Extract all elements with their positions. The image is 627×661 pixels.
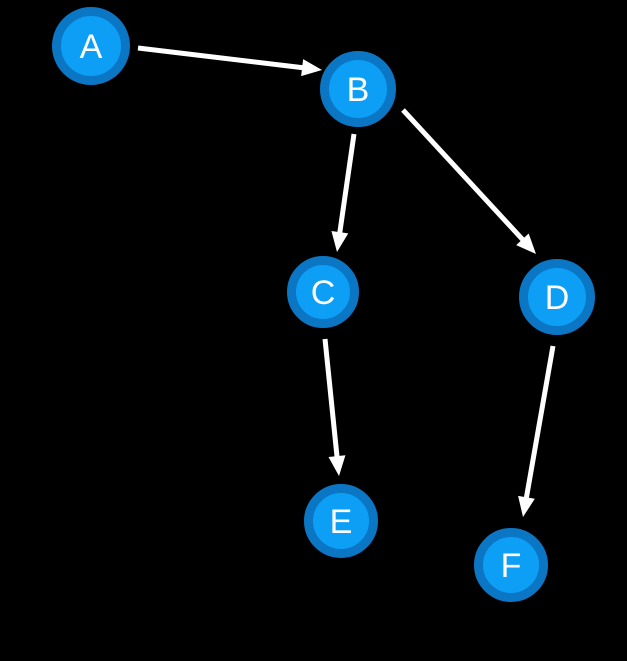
node-label: F xyxy=(501,547,522,585)
edge-line xyxy=(523,345,556,500)
node-circle xyxy=(304,484,378,558)
node-circle xyxy=(320,51,396,127)
edge-arrowhead-icon xyxy=(516,233,536,254)
node-circle xyxy=(52,7,130,85)
node-label: B xyxy=(347,71,370,109)
graph-edge-b-c[interactable] xyxy=(331,133,357,252)
edge-arrowhead-icon xyxy=(518,495,535,517)
graph-edge-a-b[interactable] xyxy=(137,45,322,77)
graph-node-b[interactable]: B xyxy=(320,51,396,127)
graph-node-e[interactable]: E xyxy=(304,484,378,558)
edges-layer xyxy=(137,45,556,517)
node-label: A xyxy=(80,28,103,66)
edge-arrowhead-icon xyxy=(328,455,346,476)
graph-edge-b-d[interactable] xyxy=(401,108,536,254)
edge-line xyxy=(137,45,305,71)
node-label: C xyxy=(311,274,336,312)
edge-line xyxy=(322,338,340,459)
edge-line xyxy=(337,133,357,235)
graph-node-a[interactable]: A xyxy=(52,7,130,85)
graph-edge-c-e[interactable] xyxy=(322,338,346,476)
node-label: D xyxy=(545,279,570,317)
node-circle xyxy=(474,528,548,602)
graph-edge-d-f[interactable] xyxy=(518,345,556,517)
graph-node-c[interactable]: C xyxy=(287,256,359,328)
node-circle xyxy=(519,259,595,335)
edge-arrowhead-icon xyxy=(301,59,322,77)
edge-line xyxy=(401,108,526,243)
node-label: E xyxy=(330,503,353,541)
graph-node-f[interactable]: F xyxy=(474,528,548,602)
graph-node-d[interactable]: D xyxy=(519,259,595,335)
edge-arrowhead-icon xyxy=(331,230,349,252)
nodes-layer: A B C D E F xyxy=(52,7,595,602)
node-circle xyxy=(287,256,359,328)
